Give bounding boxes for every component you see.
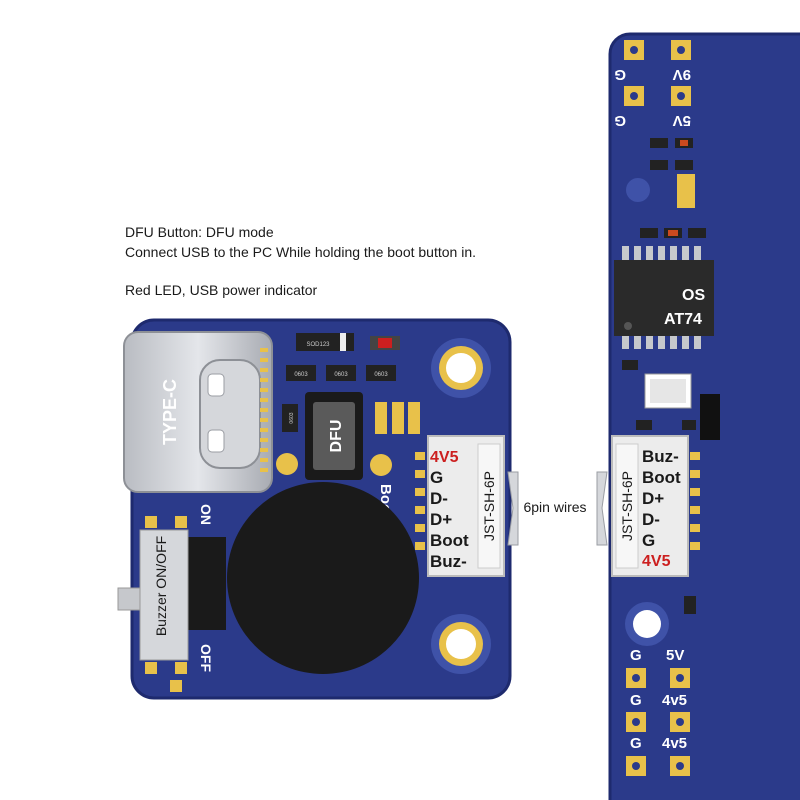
right-top-pad-g-1: G (614, 66, 626, 83)
right-bottom-pad-4v5-2: 4v5 (662, 735, 687, 752)
mounting-hole-top (431, 338, 491, 398)
buzzer (227, 482, 419, 674)
usb-c-connector: TYPE-C (123, 331, 273, 493)
left-board: TYPE-C SOD123 0603 0603 0603 0603 (117, 318, 512, 700)
buzzer-tab (186, 537, 226, 630)
dfu-instruction-note: Connect USB to the PC While holding the … (125, 244, 476, 260)
pad-switch-bottom (170, 680, 182, 692)
component-0603-label-b: 0603 (334, 372, 348, 378)
right-bottom-pad-4v5-1: 4v5 (662, 692, 687, 709)
resistor-0603-c: 0603 (366, 365, 396, 381)
left-pin-g: G (430, 468, 443, 487)
dfu-button-label: DFU (328, 420, 345, 453)
switch-off-label: OFF (198, 644, 214, 672)
pad-left-b (370, 454, 392, 476)
component-0603-label-c: 0603 (374, 372, 388, 378)
right-pin-d-plus: D+ (642, 489, 664, 508)
right-top-pad-g-2: G (614, 112, 626, 129)
wires-label: 6pin wires (523, 499, 586, 515)
wires-connector-arrows: 6pin wires (507, 471, 608, 546)
pad-left-a (276, 453, 298, 475)
left-jst-connector: JST-SH-6P 4V5 G D- D+ Boot Buz- (427, 435, 505, 577)
chip-label-1: OS (682, 287, 705, 304)
sod123-diode: SOD123 (296, 333, 354, 351)
right-pin-buz: Buz- (642, 447, 679, 466)
right-bottom-pad-5v: 5V (666, 647, 684, 664)
right-lower-mount (625, 602, 669, 646)
right-bottom-pad-g-3: G (630, 735, 642, 752)
buzzer-switch-label: Buzzer ON/OFF (153, 536, 169, 636)
left-pin-4v5: 4V5 (430, 449, 459, 466)
left-jst-label: JST-SH-6P (481, 471, 497, 541)
dfu-title-note: DFU Button: DFU mode (125, 224, 274, 240)
right-pin-g: G (642, 531, 655, 550)
right-bottom-pads (626, 668, 690, 776)
right-pin-boot: Boot (642, 468, 681, 487)
led-note: Red LED, USB power indicator (125, 282, 318, 298)
right-bottom-pad-g-1: G (630, 647, 642, 664)
left-connector-pads (415, 452, 425, 550)
left-pin-d-minus: D- (430, 489, 448, 508)
right-top-pads (624, 40, 691, 106)
right-connector-pads (690, 452, 700, 550)
right-jst-label: JST-SH-6P (619, 471, 635, 541)
left-pin-buz: Buz- (430, 552, 467, 571)
component-0603-label-a: 0603 (294, 372, 308, 378)
switch-on-label: ON (198, 504, 214, 525)
capacitors (375, 402, 420, 434)
usb-type-c-label: TYPE-C (160, 379, 180, 445)
left-pin-boot: Boot (430, 531, 469, 550)
resistor-0603-b: 0603 (326, 365, 356, 381)
left-pin-d-plus: D+ (430, 510, 452, 529)
right-top-pad-5v: 5V (673, 112, 691, 129)
right-bottom-pad-g-2: G (630, 692, 642, 709)
right-lower-component (684, 596, 696, 614)
right-pin-4v5: 4V5 (642, 553, 671, 570)
resistor-0603-d: 0603 (282, 404, 298, 432)
right-wire-arrow (596, 471, 608, 546)
right-ic-chip: OS AT74 (614, 246, 714, 349)
right-board: G 9V G 5V (608, 32, 800, 800)
component-0603-label-d: 0603 (289, 412, 295, 423)
red-led (370, 336, 400, 350)
right-mid-components (622, 360, 720, 440)
resistor-0603-a: 0603 (286, 365, 316, 381)
mounting-hole-bottom (431, 614, 491, 674)
right-pin-d-minus: D- (642, 510, 660, 529)
buzzer-switch: Buzzer ON/OFF (117, 516, 189, 674)
right-top-pad-9v: 9V (673, 66, 691, 83)
chip-label-2: AT74 (664, 311, 702, 328)
sod123-label: SOD123 (306, 342, 330, 348)
right-small-components (626, 138, 706, 238)
right-jst-connector: JST-SH-6P Buz- Boot D+ D- G 4V5 (611, 435, 689, 577)
left-wire-arrow (507, 471, 519, 546)
dfu-button: DFU (305, 392, 363, 480)
